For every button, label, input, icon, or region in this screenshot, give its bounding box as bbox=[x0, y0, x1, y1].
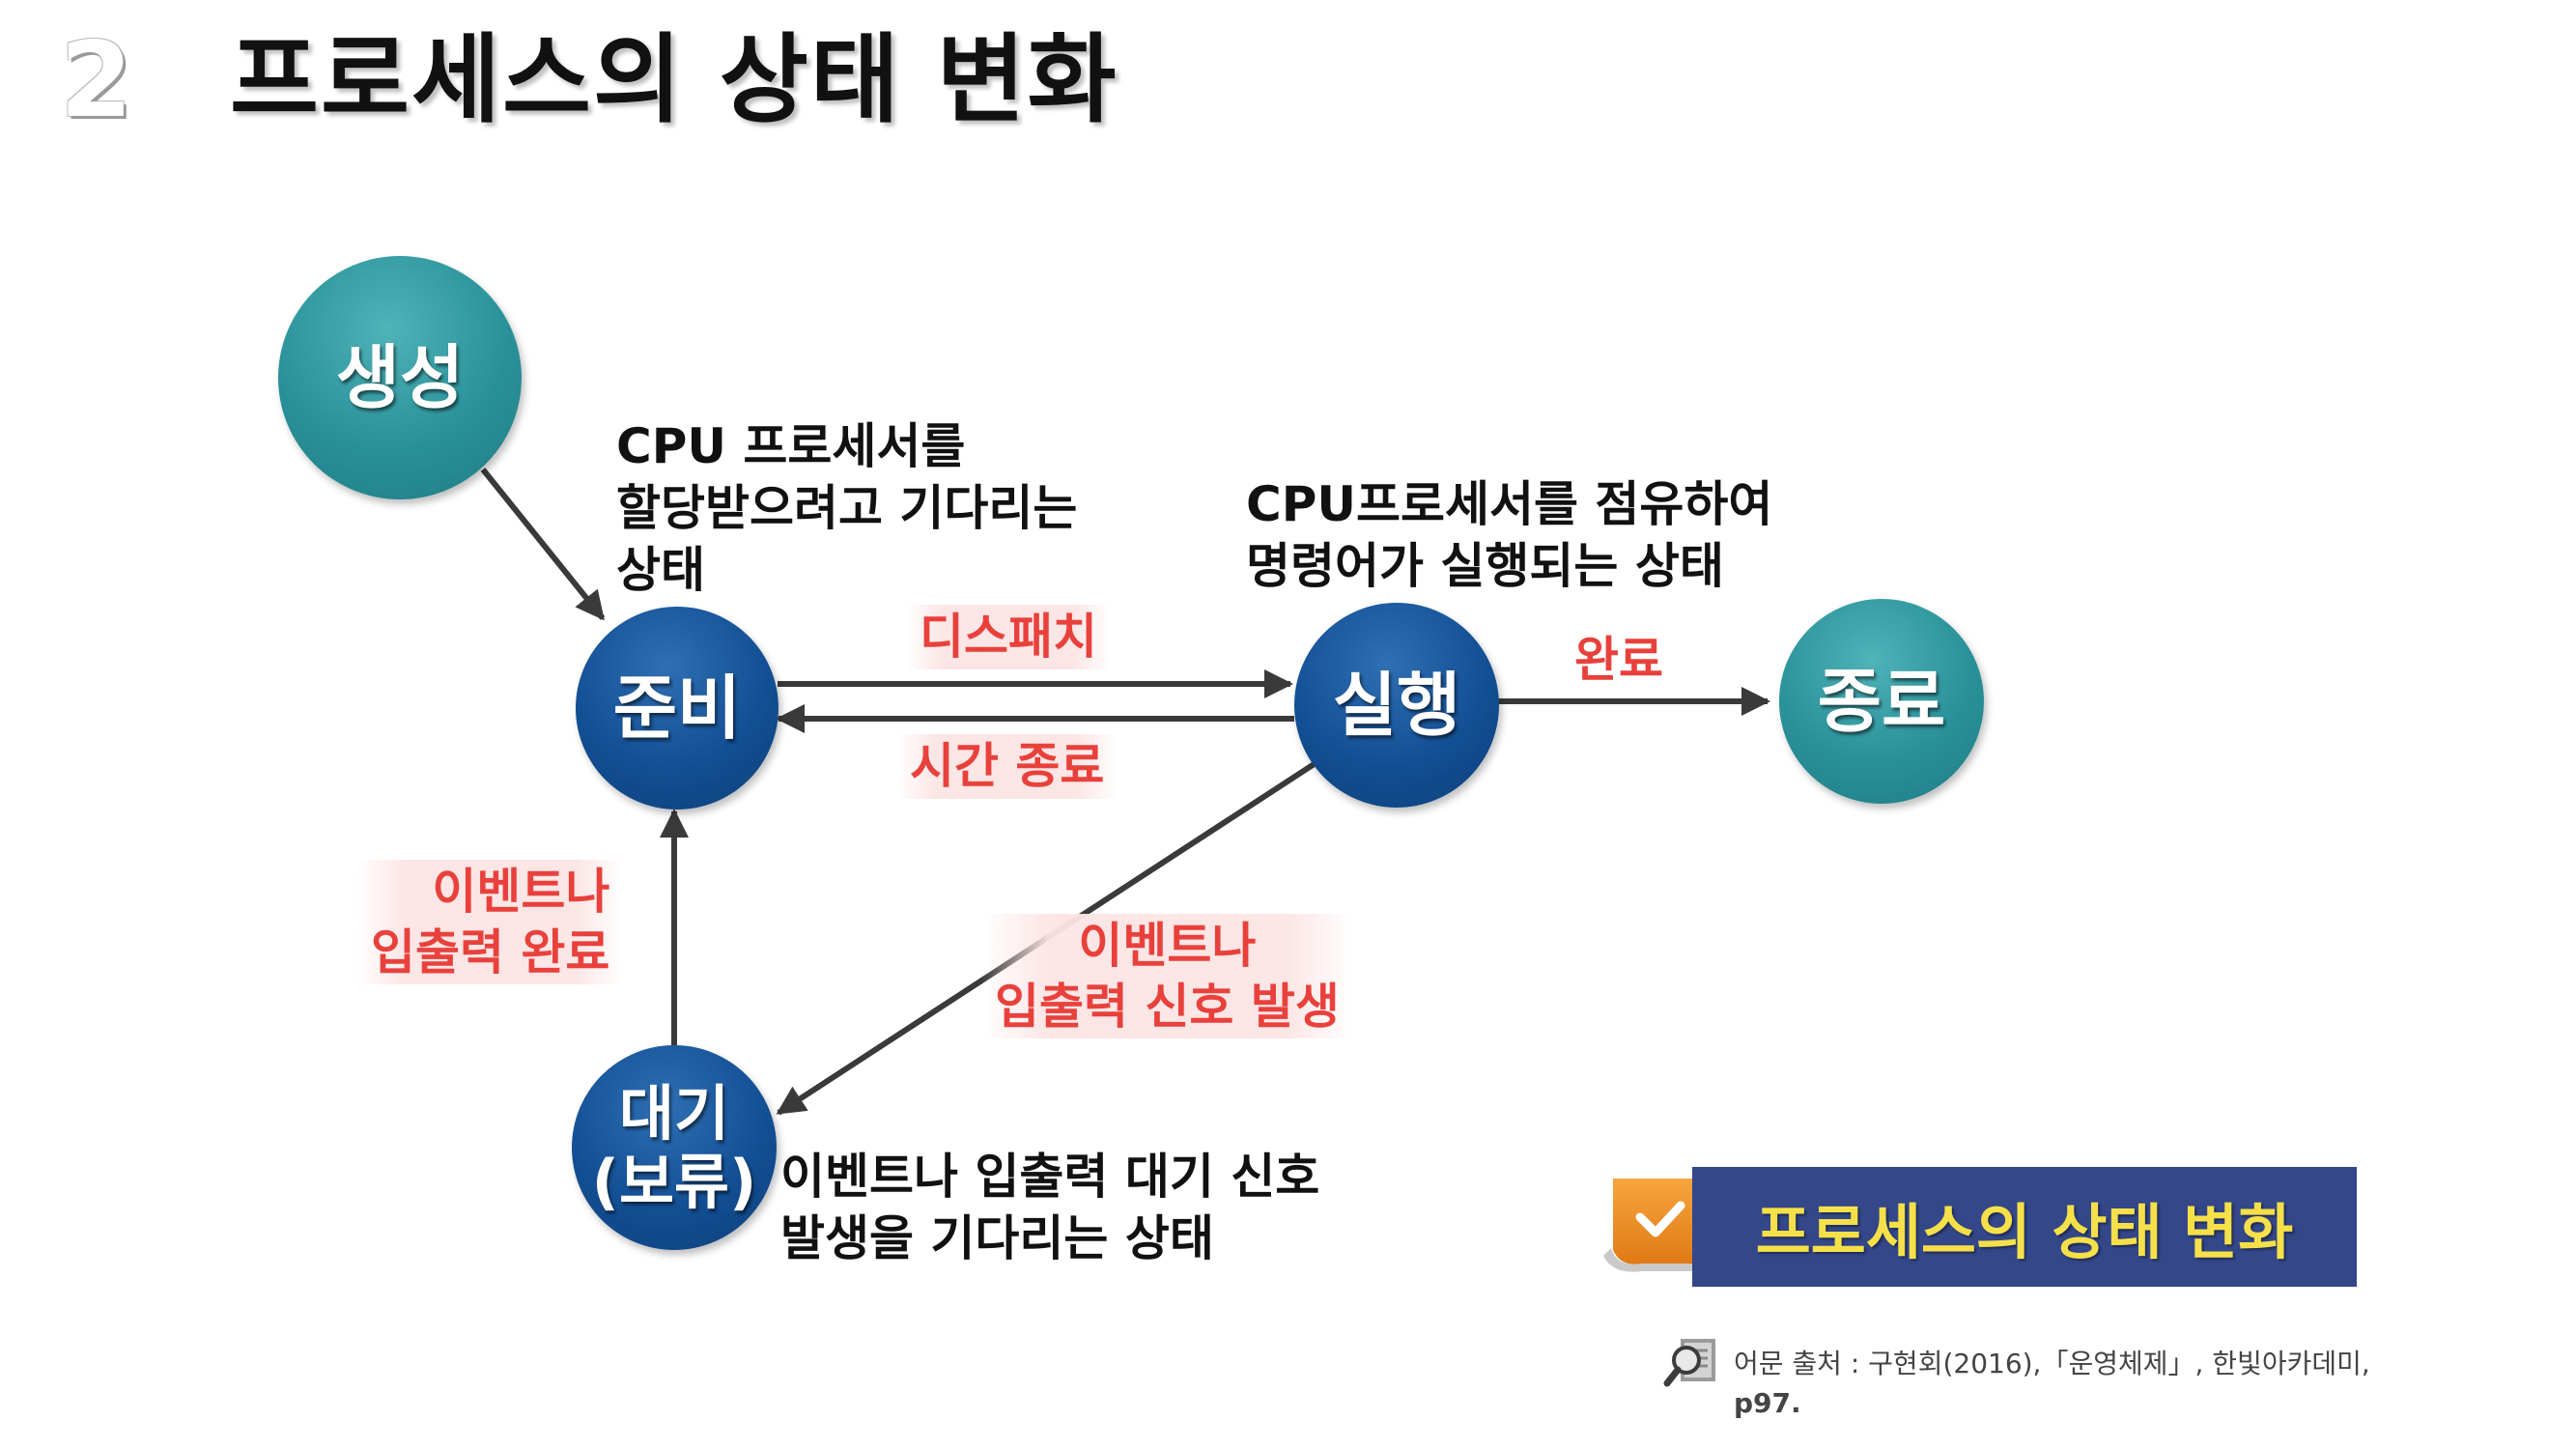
state-waiting-node: 대기 (보류) bbox=[572, 1045, 777, 1250]
ready-description: CPU 프로세서를 할당받으려고 기다리는 상태 bbox=[616, 415, 1077, 601]
transition-io-done-label: 이벤트나 입출력 완료 bbox=[357, 860, 624, 984]
slide-title: 프로세스의 상태 변화 bbox=[230, 23, 1118, 136]
state-waiting-label-2: (보류) bbox=[591, 1147, 757, 1217]
state-terminated-label: 종료 bbox=[1817, 660, 1946, 742]
running-description-line: CPU프로세서를 점유하여 bbox=[1246, 476, 1773, 532]
transition-io-wait-line: 이벤트나 bbox=[1078, 918, 1257, 974]
state-waiting-label-1: 대기 bbox=[618, 1077, 730, 1149]
ready-description-line: 상태 bbox=[616, 542, 705, 598]
magnifier-icon bbox=[1663, 1339, 1715, 1387]
waiting-description-line: 이벤트나 입출력 대기 신호 bbox=[780, 1149, 1320, 1205]
checkmark-icon bbox=[1603, 1179, 1700, 1272]
ready-description-line: 할당받으려고 기다리는 bbox=[616, 480, 1078, 536]
arrow-create-to-ready bbox=[480, 468, 606, 621]
running-description: CPU프로세서를 점유하여 명령어가 실행되는 상태 bbox=[1246, 473, 1772, 597]
state-terminated-node: 종료 bbox=[1779, 599, 1984, 804]
state-create-label: 생성 bbox=[335, 336, 465, 418]
summary-banner: 프로세스의 상태 변화 bbox=[1692, 1167, 2357, 1287]
transition-io-done-line: 입출력 완료 bbox=[371, 923, 610, 980]
slide-number: 2 bbox=[60, 20, 133, 141]
transition-io-wait-line: 입출력 신호 발생 bbox=[995, 978, 1340, 1035]
transition-io-wait-label: 이벤트나 입출력 신호 발생 bbox=[981, 914, 1353, 1038]
waiting-description: 이벤트나 입출력 대기 신호 발생을 기다리는 상태 bbox=[780, 1146, 1319, 1269]
state-create-node: 생성 bbox=[278, 256, 522, 499]
source-citation-line: 어문 출처 : 구현회(2016),「운영체제」, 한빛아카데미, bbox=[1734, 1348, 2370, 1379]
state-running-label: 실행 bbox=[1332, 664, 1461, 746]
transition-io-done-line: 이벤트나 bbox=[432, 864, 610, 920]
summary-banner-label: 프로세스의 상태 변화 bbox=[1755, 1197, 2294, 1267]
transition-timeout-label: 시간 종료 bbox=[896, 734, 1118, 799]
transition-dispatch-label: 디스패치 bbox=[906, 605, 1111, 669]
state-running-node: 실행 bbox=[1294, 603, 1499, 808]
state-ready-node: 준비 bbox=[576, 607, 778, 810]
waiting-description-line: 발생을 기다리는 상태 bbox=[780, 1210, 1214, 1266]
transition-complete-label: 완료 bbox=[1574, 632, 1663, 688]
ready-description-line: CPU 프로세서를 bbox=[616, 418, 966, 474]
state-ready-label: 준비 bbox=[612, 667, 742, 749]
running-description-line: 명령어가 실행되는 상태 bbox=[1246, 538, 1724, 594]
source-citation: 어문 출처 : 구현회(2016),「운영체제」, 한빛아카데미, p97. bbox=[1734, 1345, 2370, 1423]
source-citation-line: p97. bbox=[1734, 1386, 1801, 1419]
